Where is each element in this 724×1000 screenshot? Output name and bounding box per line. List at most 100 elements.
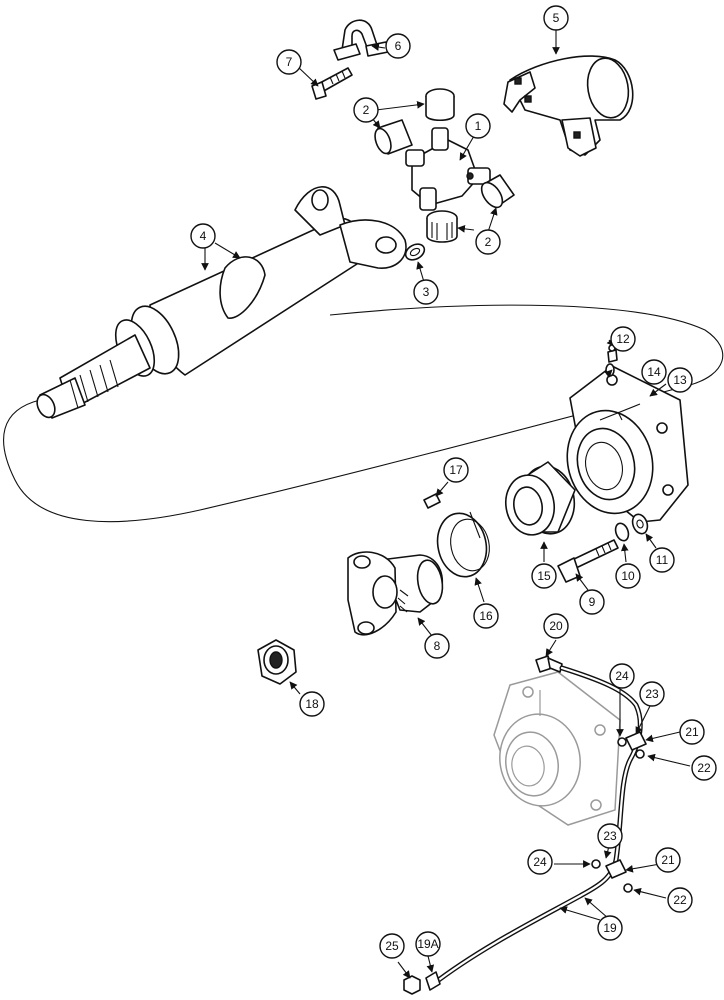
leader-25 bbox=[397, 961, 411, 979]
callout-12: 12 bbox=[610, 326, 636, 352]
leader-22b bbox=[633, 887, 667, 899]
end-yoke bbox=[347, 551, 444, 636]
housing-shield bbox=[503, 55, 634, 157]
elbow-fitting bbox=[535, 655, 563, 673]
svg-text:2: 2 bbox=[485, 235, 492, 249]
end-nut bbox=[403, 975, 421, 995]
callout-10: 10 bbox=[615, 563, 641, 589]
leader-20 bbox=[545, 639, 557, 657]
svg-text:24: 24 bbox=[533, 855, 547, 869]
callout-23-upper: 23 bbox=[639, 681, 665, 707]
snap-ring bbox=[404, 243, 426, 261]
svg-text:9: 9 bbox=[589, 595, 596, 609]
leader-7 bbox=[296, 65, 319, 87]
callout-25: 25 bbox=[379, 933, 405, 959]
leader-1 bbox=[459, 135, 475, 161]
leader-6 bbox=[371, 43, 386, 51]
callout-5: 5 bbox=[543, 5, 569, 31]
callout-19a: 19A bbox=[415, 931, 441, 957]
leader-2a bbox=[375, 101, 425, 111]
callout-18: 18 bbox=[299, 691, 325, 717]
leader-23a bbox=[635, 705, 651, 735]
bearing-cup-right bbox=[480, 174, 515, 209]
leader-4b bbox=[214, 242, 241, 259]
svg-text:10: 10 bbox=[621, 569, 635, 583]
callout-22-upper: 22 bbox=[691, 755, 717, 781]
bearing-cup-left bbox=[374, 119, 413, 155]
svg-text:25: 25 bbox=[385, 939, 399, 953]
callout-6: 6 bbox=[385, 33, 411, 59]
svg-text:6: 6 bbox=[395, 39, 402, 53]
svg-text:14: 14 bbox=[647, 365, 661, 379]
svg-text:22: 22 bbox=[697, 761, 711, 775]
callout-7: 7 bbox=[276, 49, 302, 75]
svg-text:11: 11 bbox=[656, 553, 669, 567]
svg-text:21: 21 bbox=[685, 725, 699, 739]
callout-14: 14 bbox=[641, 359, 667, 385]
callout-16: 16 bbox=[473, 603, 499, 629]
leader-14 bbox=[604, 369, 613, 378]
leader-21a bbox=[645, 731, 681, 743]
callout-2-bottom: 2 bbox=[475, 229, 501, 255]
leader-2b bbox=[457, 225, 475, 233]
leader-8 bbox=[417, 617, 433, 637]
hose-end-fitting bbox=[425, 971, 441, 991]
svg-text:7: 7 bbox=[286, 55, 293, 69]
callout-8: 8 bbox=[424, 633, 450, 659]
leader-17 bbox=[435, 481, 449, 497]
svg-text:18: 18 bbox=[305, 697, 319, 711]
bearing-cup-bottom bbox=[426, 210, 458, 243]
callout-19: 19 bbox=[597, 915, 623, 941]
leader-11 bbox=[645, 533, 657, 549]
svg-text:23: 23 bbox=[603, 829, 617, 843]
leader-3 bbox=[416, 261, 425, 283]
callout-21-lower: 21 bbox=[655, 847, 681, 873]
callout-13: 13 bbox=[667, 367, 693, 393]
grease-fitting bbox=[607, 344, 618, 363]
callout-15: 15 bbox=[531, 563, 557, 589]
lock-washer bbox=[614, 522, 630, 542]
locking-collar bbox=[436, 511, 490, 578]
group-boundary-line bbox=[3, 304, 724, 523]
svg-text:22: 22 bbox=[673, 893, 687, 907]
svg-text:2: 2 bbox=[363, 103, 370, 117]
leader-2b-b bbox=[487, 207, 498, 233]
svg-text:16: 16 bbox=[479, 609, 493, 623]
leader-9 bbox=[575, 573, 589, 591]
callout-9: 9 bbox=[579, 589, 605, 615]
svg-text:5: 5 bbox=[553, 11, 560, 25]
svg-text:21: 21 bbox=[661, 853, 675, 867]
callout-20: 20 bbox=[543, 613, 569, 639]
callout-24-lower: 24 bbox=[527, 849, 553, 875]
callout-4: 4 bbox=[190, 223, 216, 249]
bearing-cup-top bbox=[425, 88, 455, 122]
leader-10 bbox=[620, 543, 629, 563]
universal-joint-cross bbox=[405, 127, 491, 211]
svg-text:1: 1 bbox=[475, 119, 482, 133]
svg-text:4: 4 bbox=[200, 229, 207, 243]
lube-hose bbox=[429, 665, 643, 988]
drive-shaft bbox=[36, 186, 407, 419]
hose-clip-upper bbox=[617, 731, 647, 759]
callout-21-upper: 21 bbox=[679, 719, 705, 745]
svg-text:3: 3 bbox=[423, 285, 430, 299]
leader-13 bbox=[649, 383, 667, 397]
callout-3: 3 bbox=[413, 279, 439, 305]
hose-clip-lower bbox=[591, 859, 633, 893]
svg-text:13: 13 bbox=[673, 373, 687, 387]
leader-19b bbox=[559, 906, 601, 921]
callout-1: 1 bbox=[465, 113, 491, 139]
callout-11: 11 bbox=[649, 547, 675, 573]
lock-nut bbox=[257, 639, 297, 685]
svg-text:23: 23 bbox=[645, 687, 659, 701]
svg-text:24: 24 bbox=[615, 669, 629, 683]
plug bbox=[605, 363, 615, 377]
strap-clamp bbox=[333, 19, 389, 61]
callout-2-top: 2 bbox=[353, 97, 379, 123]
bolt bbox=[311, 67, 353, 100]
reference-flange-bearing bbox=[493, 671, 621, 826]
svg-text:12: 12 bbox=[616, 332, 630, 346]
callout-17: 17 bbox=[443, 457, 469, 483]
leader-22a bbox=[647, 753, 691, 767]
